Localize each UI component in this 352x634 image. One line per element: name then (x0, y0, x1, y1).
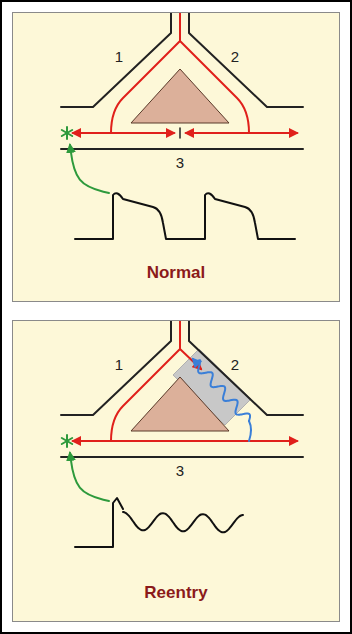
stimulus-arrow (70, 453, 109, 501)
label-holder: 1 (109, 355, 129, 375)
stimulus-asterisk (62, 127, 72, 139)
stimulus-arrow (70, 145, 109, 193)
collision-mark (179, 128, 181, 138)
callout-number: 2 (231, 356, 239, 373)
fiber-wall (61, 148, 303, 150)
label-holder: 2 (225, 47, 245, 67)
asterisk-stroke (62, 130, 72, 136)
reentry-path (193, 359, 250, 421)
impulse-path (180, 41, 249, 133)
impulse-path (111, 132, 174, 134)
impulse-path (111, 321, 180, 441)
callout-number: 1 (115, 356, 123, 373)
label-holder: 3 (170, 153, 190, 173)
label-holder: 1 (109, 47, 129, 67)
fiber-wall (189, 13, 303, 107)
stimulus-asterisk (62, 435, 72, 447)
impulse-path (111, 13, 180, 133)
diagram-panel: Normal 1 2 3 (12, 12, 340, 302)
normal-conduction (61, 13, 303, 239)
panel-title: Normal (13, 263, 339, 283)
fiber-wall (61, 456, 303, 458)
impulse-path (111, 440, 297, 442)
fiber-wall (189, 321, 303, 415)
fiber-wall (61, 13, 171, 107)
callout-number: 3 (176, 154, 184, 171)
impulse-path (73, 132, 111, 134)
reentry-trace (123, 512, 243, 532)
reentry-conduction (61, 321, 303, 547)
diagram-panel: Reentry 1 2 3 (12, 320, 340, 622)
tissue-triangle (131, 69, 229, 123)
impulse-path (249, 132, 297, 134)
reentry-path (249, 421, 251, 441)
asterisk-stroke (62, 130, 72, 136)
impulse-path (186, 132, 249, 134)
label-holder: 2 (225, 355, 245, 375)
tissue-triangle (131, 377, 229, 431)
action-potential-trace (75, 193, 295, 239)
impulse-path (73, 440, 111, 442)
callout-number: 1 (115, 48, 123, 65)
action-potential-trace (75, 498, 123, 547)
blocked-impulse (180, 349, 201, 369)
asterisk-stroke (62, 438, 72, 444)
fiber-wall (61, 321, 171, 415)
callout-number: 3 (176, 462, 184, 479)
panel-title: Reentry (13, 583, 339, 603)
asterisk-stroke (62, 438, 72, 444)
label-holder: 3 (170, 461, 190, 481)
callout-number: 2 (231, 48, 239, 65)
